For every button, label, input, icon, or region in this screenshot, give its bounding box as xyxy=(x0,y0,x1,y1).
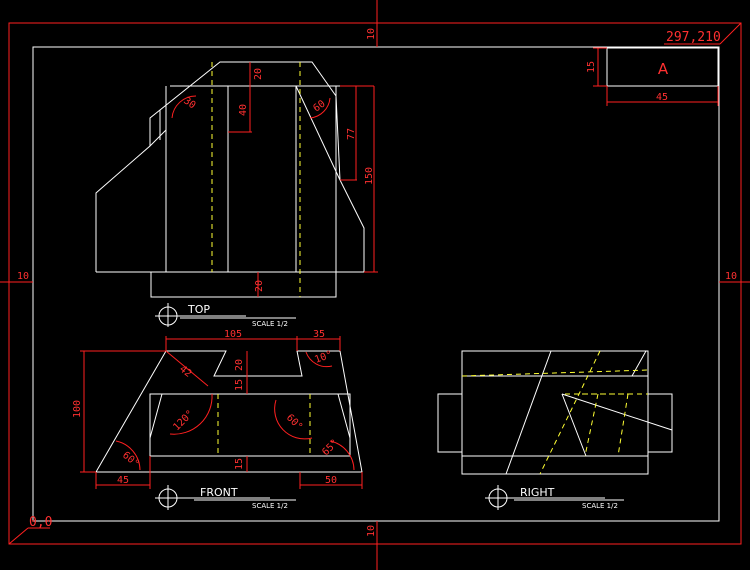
title-block-width: 45 xyxy=(656,92,668,103)
right-view-scale: SCALE 1/2 xyxy=(582,502,618,510)
top-view: 20 40 77 150 20 30 60 TOP SCALE 1/2 xyxy=(95,61,378,328)
top-dim-40: 40 xyxy=(238,104,249,116)
front-dim-50: 50 xyxy=(325,475,337,486)
front-dim-45: 45 xyxy=(117,475,129,486)
front-dim-35: 35 xyxy=(313,329,325,340)
inner-frame-border xyxy=(32,46,720,522)
title-block-letter: A xyxy=(658,60,669,78)
front-dim-100: 100 xyxy=(72,400,83,418)
margin-left-label: 10 xyxy=(17,271,29,282)
front-dim-20: 20 xyxy=(234,359,245,371)
top-dim-150: 150 xyxy=(364,167,375,185)
front-dim-105: 105 xyxy=(224,329,242,340)
outer-sheet-border xyxy=(8,22,742,545)
front-angle-60-lower: 60° xyxy=(120,450,141,470)
right-view: RIGHT SCALE 1/2 xyxy=(437,350,673,510)
top-dim-20b: 20 xyxy=(254,280,265,292)
top-view-label: TOP xyxy=(187,303,210,316)
front-angle-65: 65° xyxy=(320,438,341,459)
title-block-height: 15 xyxy=(586,61,597,73)
top-view-scale: SCALE 1/2 xyxy=(252,320,288,328)
right-view-label: RIGHT xyxy=(520,486,555,499)
top-dim-20a: 20 xyxy=(253,68,264,80)
coord-bottom-left: 0,0 xyxy=(29,515,52,530)
front-angle-10: 10° xyxy=(313,349,334,366)
top-angle-60: 60 xyxy=(311,99,327,115)
front-angle-60-upper: 60° xyxy=(284,412,305,433)
front-dim-42: 42 xyxy=(177,364,193,380)
margin-top-label: 10 xyxy=(366,28,377,40)
front-view-scale: SCALE 1/2 xyxy=(252,502,288,510)
margin-right-label: 10 xyxy=(725,271,737,282)
coord-top-right: 297,210 xyxy=(666,30,721,45)
front-view: 105 35 42 20 15 15 100 45 50 10° 120° 60… xyxy=(72,329,363,510)
title-block: A 15 45 xyxy=(586,47,719,106)
front-view-label: FRONT xyxy=(200,486,238,499)
front-dim-15a: 15 xyxy=(234,379,245,391)
front-dim-15b: 15 xyxy=(234,458,245,470)
top-angle-30: 30 xyxy=(181,95,197,111)
margin-bottom-label: 10 xyxy=(366,525,377,537)
top-dim-77: 77 xyxy=(346,128,357,140)
